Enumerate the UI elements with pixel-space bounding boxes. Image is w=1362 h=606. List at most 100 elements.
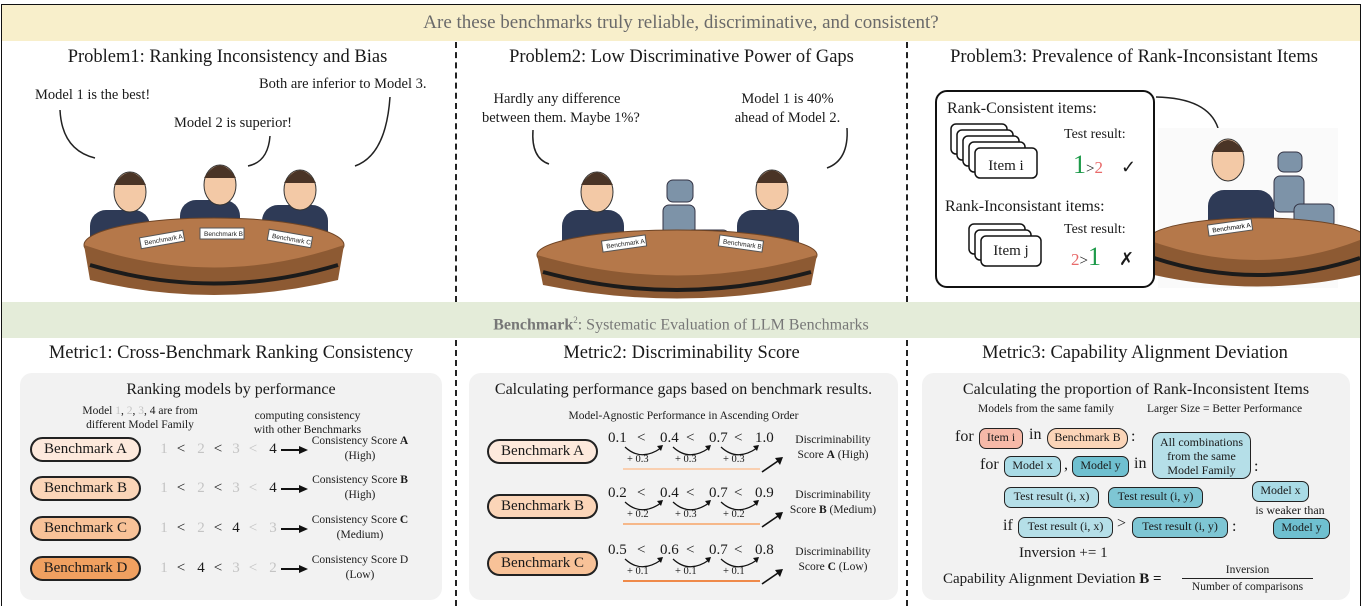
less-than: < (686, 485, 695, 501)
benchmark-pill: Benchmark D (30, 556, 141, 581)
figure-frame (1, 4, 1361, 606)
ranking-token: 4 (269, 480, 277, 496)
performance-value: 0.7 (709, 485, 728, 501)
column-divider (906, 340, 908, 606)
score-level: (Low) (345, 569, 375, 581)
performance-value: 0.1 (608, 430, 627, 446)
inconsistent-result: 2>1✗ (1071, 242, 1134, 272)
test-result-y-tag: Test result (i, y) (1108, 487, 1203, 508)
numerator: Inversion (1182, 564, 1313, 579)
gap-label: + 0.1 (723, 566, 745, 577)
score-text: Score (798, 561, 828, 573)
model-x-tag: Model x (1252, 481, 1309, 502)
gap-label: + 0.3 (627, 454, 649, 465)
test-result-x-tag: Test result (i, x) (1018, 517, 1113, 538)
cad-formula: Capability Alignment Deviation B = (943, 571, 1162, 588)
kw-for: for (980, 456, 999, 473)
ranking-token: < (176, 560, 186, 576)
score-text: Score (797, 449, 827, 461)
consistency-score: Consistency Score B (High) (305, 473, 415, 503)
gap-label: + 0.3 (675, 454, 697, 465)
inconsistent-heading: Rank-Inconsistant items: (945, 198, 1105, 215)
speech-line: ahead of Model 2. (734, 110, 841, 126)
performance-value: 0.6 (660, 542, 679, 558)
score-level: (High) (834, 449, 869, 461)
score-line: Discriminability (795, 434, 871, 446)
performance-value: 0.7 (709, 542, 728, 558)
gap-label: + 0.3 (723, 454, 745, 465)
gap-label: + 0.3 (675, 509, 697, 520)
arrow-icon (281, 446, 308, 454)
problem1-title: Problem1: Ranking Inconsistency and Bias (67, 47, 388, 67)
combos-line: All combinations (1160, 435, 1243, 449)
item-i-tag: Item i (979, 428, 1023, 449)
test-result-label: Test result: (1064, 127, 1126, 142)
score-text: Consistency Score (312, 474, 401, 486)
arrow-icon (281, 565, 308, 573)
metric2-subtitle: Model-Agnostic Performance in Ascending … (568, 410, 799, 422)
kw-in: in (1029, 426, 1042, 443)
performance-value: 0.5 (608, 542, 627, 558)
consistent-result: 1>2✓ (1073, 150, 1136, 180)
speech-bubble: Model 1 is 40%ahead of Model 2. (725, 90, 850, 128)
ranking-token: 2 (197, 441, 205, 457)
performance-value: 0.4 (660, 430, 679, 446)
result-op: > (1079, 253, 1088, 269)
performance-value: 0.4 (660, 485, 679, 501)
problem2-title: Problem2: Low Discriminative Power of Ga… (509, 47, 854, 67)
score-line: Discriminability (795, 489, 871, 501)
gap-arcs (623, 445, 783, 473)
score-letter: B (400, 474, 408, 486)
arrow-icon (281, 525, 308, 533)
score-line: Score B (Medium) (782, 503, 884, 518)
ranking-token: 4 (197, 560, 205, 576)
gap-arcs (623, 500, 783, 528)
note-text: , (121, 405, 127, 417)
colon: : (1254, 458, 1259, 475)
metric2-box-title: Calculating performance gaps based on be… (494, 381, 873, 398)
test-result-x-tag: Test result (i, x) (1004, 487, 1099, 508)
performance-value: 0.7 (709, 430, 728, 446)
ranking-token: 2 (197, 520, 205, 536)
ranking-token: < (248, 560, 258, 576)
inversion-increment: Inversion += 1 (1019, 545, 1108, 561)
band-text: : Systematic Evaluation of LLM Benchmark… (577, 316, 869, 334)
band-brand: Benchmark (493, 316, 574, 334)
less-than: < (734, 430, 743, 446)
score-level: (High) (344, 489, 376, 501)
metric3-box-title: Calculating the proportion of Rank-Incon… (962, 381, 1310, 398)
ranking-token: 3 (232, 480, 240, 496)
score-level: (High) (344, 450, 376, 462)
note-num: 1 (115, 405, 121, 417)
consistent-heading: Rank-Consistent items: (947, 100, 1097, 117)
ranking-token: 2 (269, 560, 277, 576)
test-result-y-tag: Test result (i, y) (1132, 517, 1228, 538)
score-letter: C (399, 514, 409, 526)
score-text: Consistency Score (311, 514, 400, 526)
column-divider (455, 340, 457, 606)
metric2-title: Metric2: Discriminability Score (563, 343, 800, 363)
score-letter: C (827, 561, 836, 573)
ranking-token: 1 (160, 441, 168, 457)
kw-for: for (955, 428, 974, 445)
problem3-illustration: Benchmark A (1147, 96, 1360, 288)
problem3-title: Problem3: Prevalence of Rank-Inconsistan… (950, 47, 1318, 67)
check-icon: ✓ (1120, 157, 1137, 177)
score-line: Discriminability (795, 546, 871, 558)
section-band: Benchmark2: Systematic Evaluation of LLM… (2, 302, 1360, 338)
benchmark-pill: Benchmark B (30, 476, 141, 501)
band-sup: 2 (573, 315, 578, 325)
weaker-than-label: is weaker than (1255, 503, 1325, 517)
combos-line: Model Family (1167, 463, 1236, 477)
benchmark-pill: Benchmark B (487, 494, 598, 519)
ranking-token: 4 (232, 520, 240, 536)
gap-label: + 0.2 (627, 509, 649, 520)
ranking-token: < (213, 480, 223, 496)
performance-value: 1.0 (755, 430, 774, 446)
ranking-token: < (213, 520, 223, 536)
formula-text: Capability Alignment Deviation (943, 571, 1140, 587)
performance-value: 0.9 (755, 485, 774, 501)
